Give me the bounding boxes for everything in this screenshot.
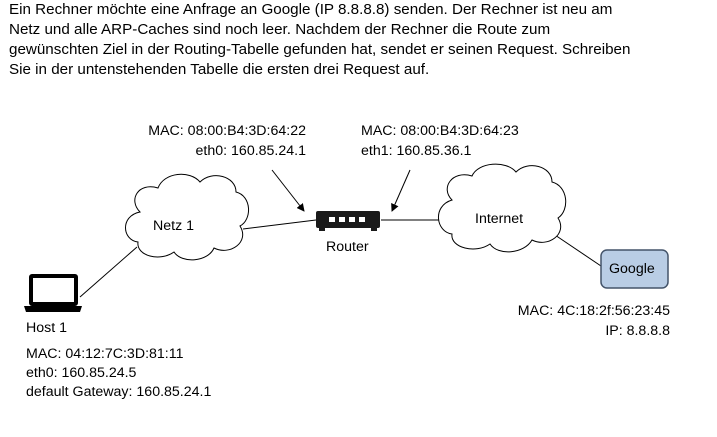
router-icon <box>316 211 380 231</box>
task-line-1: Ein Rechner möchte eine Anfrage an Googl… <box>9 1 613 18</box>
google-label: Google <box>609 261 655 277</box>
netz1-label: Netz 1 <box>153 218 195 234</box>
host-mac: MAC: 04:12:7C:3D:81:11 <box>26 346 184 362</box>
task-line-3: gewünschten Ziel in der Routing-Tabelle … <box>9 41 631 58</box>
internet-cloud <box>438 163 567 253</box>
router-label: Router <box>326 239 369 255</box>
host-gateway: default Gateway: 160.85.24.1 <box>26 384 212 400</box>
task-line-4: Sie in der untenstehenden Tabelle die er… <box>9 61 430 78</box>
google-server <box>600 249 669 289</box>
link-internet-google <box>554 234 602 267</box>
host-label: Host 1 <box>26 320 68 336</box>
host-eth0: eth0: 160.85.24.5 <box>26 365 137 381</box>
router-eth0-ip: eth0: 160.85.24.1 <box>195 143 306 159</box>
arrow-eth0 <box>271 169 305 212</box>
google-ip: IP: 8.8.8.8 <box>605 323 670 339</box>
router-eth0-mac: MAC: 08:00:B4:3D:64:22 <box>148 123 306 139</box>
router-eth1-ip: eth1: 160.85.36.1 <box>361 143 472 159</box>
task-line-2: Netz und alle ARP-Caches sind noch leer.… <box>9 21 551 38</box>
internet-label: Internet <box>475 211 524 227</box>
router-eth1-mac: MAC: 08:00:B4:3D:64:23 <box>361 123 519 139</box>
netz1-cloud <box>125 173 249 261</box>
link-netz1-router <box>242 219 317 230</box>
laptop-icon <box>24 274 82 312</box>
link-host-netz1 <box>79 246 138 298</box>
task-description: Ein Rechner möchte eine Anfrage an Googl… <box>9 0 709 80</box>
arrow-eth1 <box>391 169 411 212</box>
google-mac: MAC: 4C:18:2f:56:23:45 <box>517 303 670 319</box>
